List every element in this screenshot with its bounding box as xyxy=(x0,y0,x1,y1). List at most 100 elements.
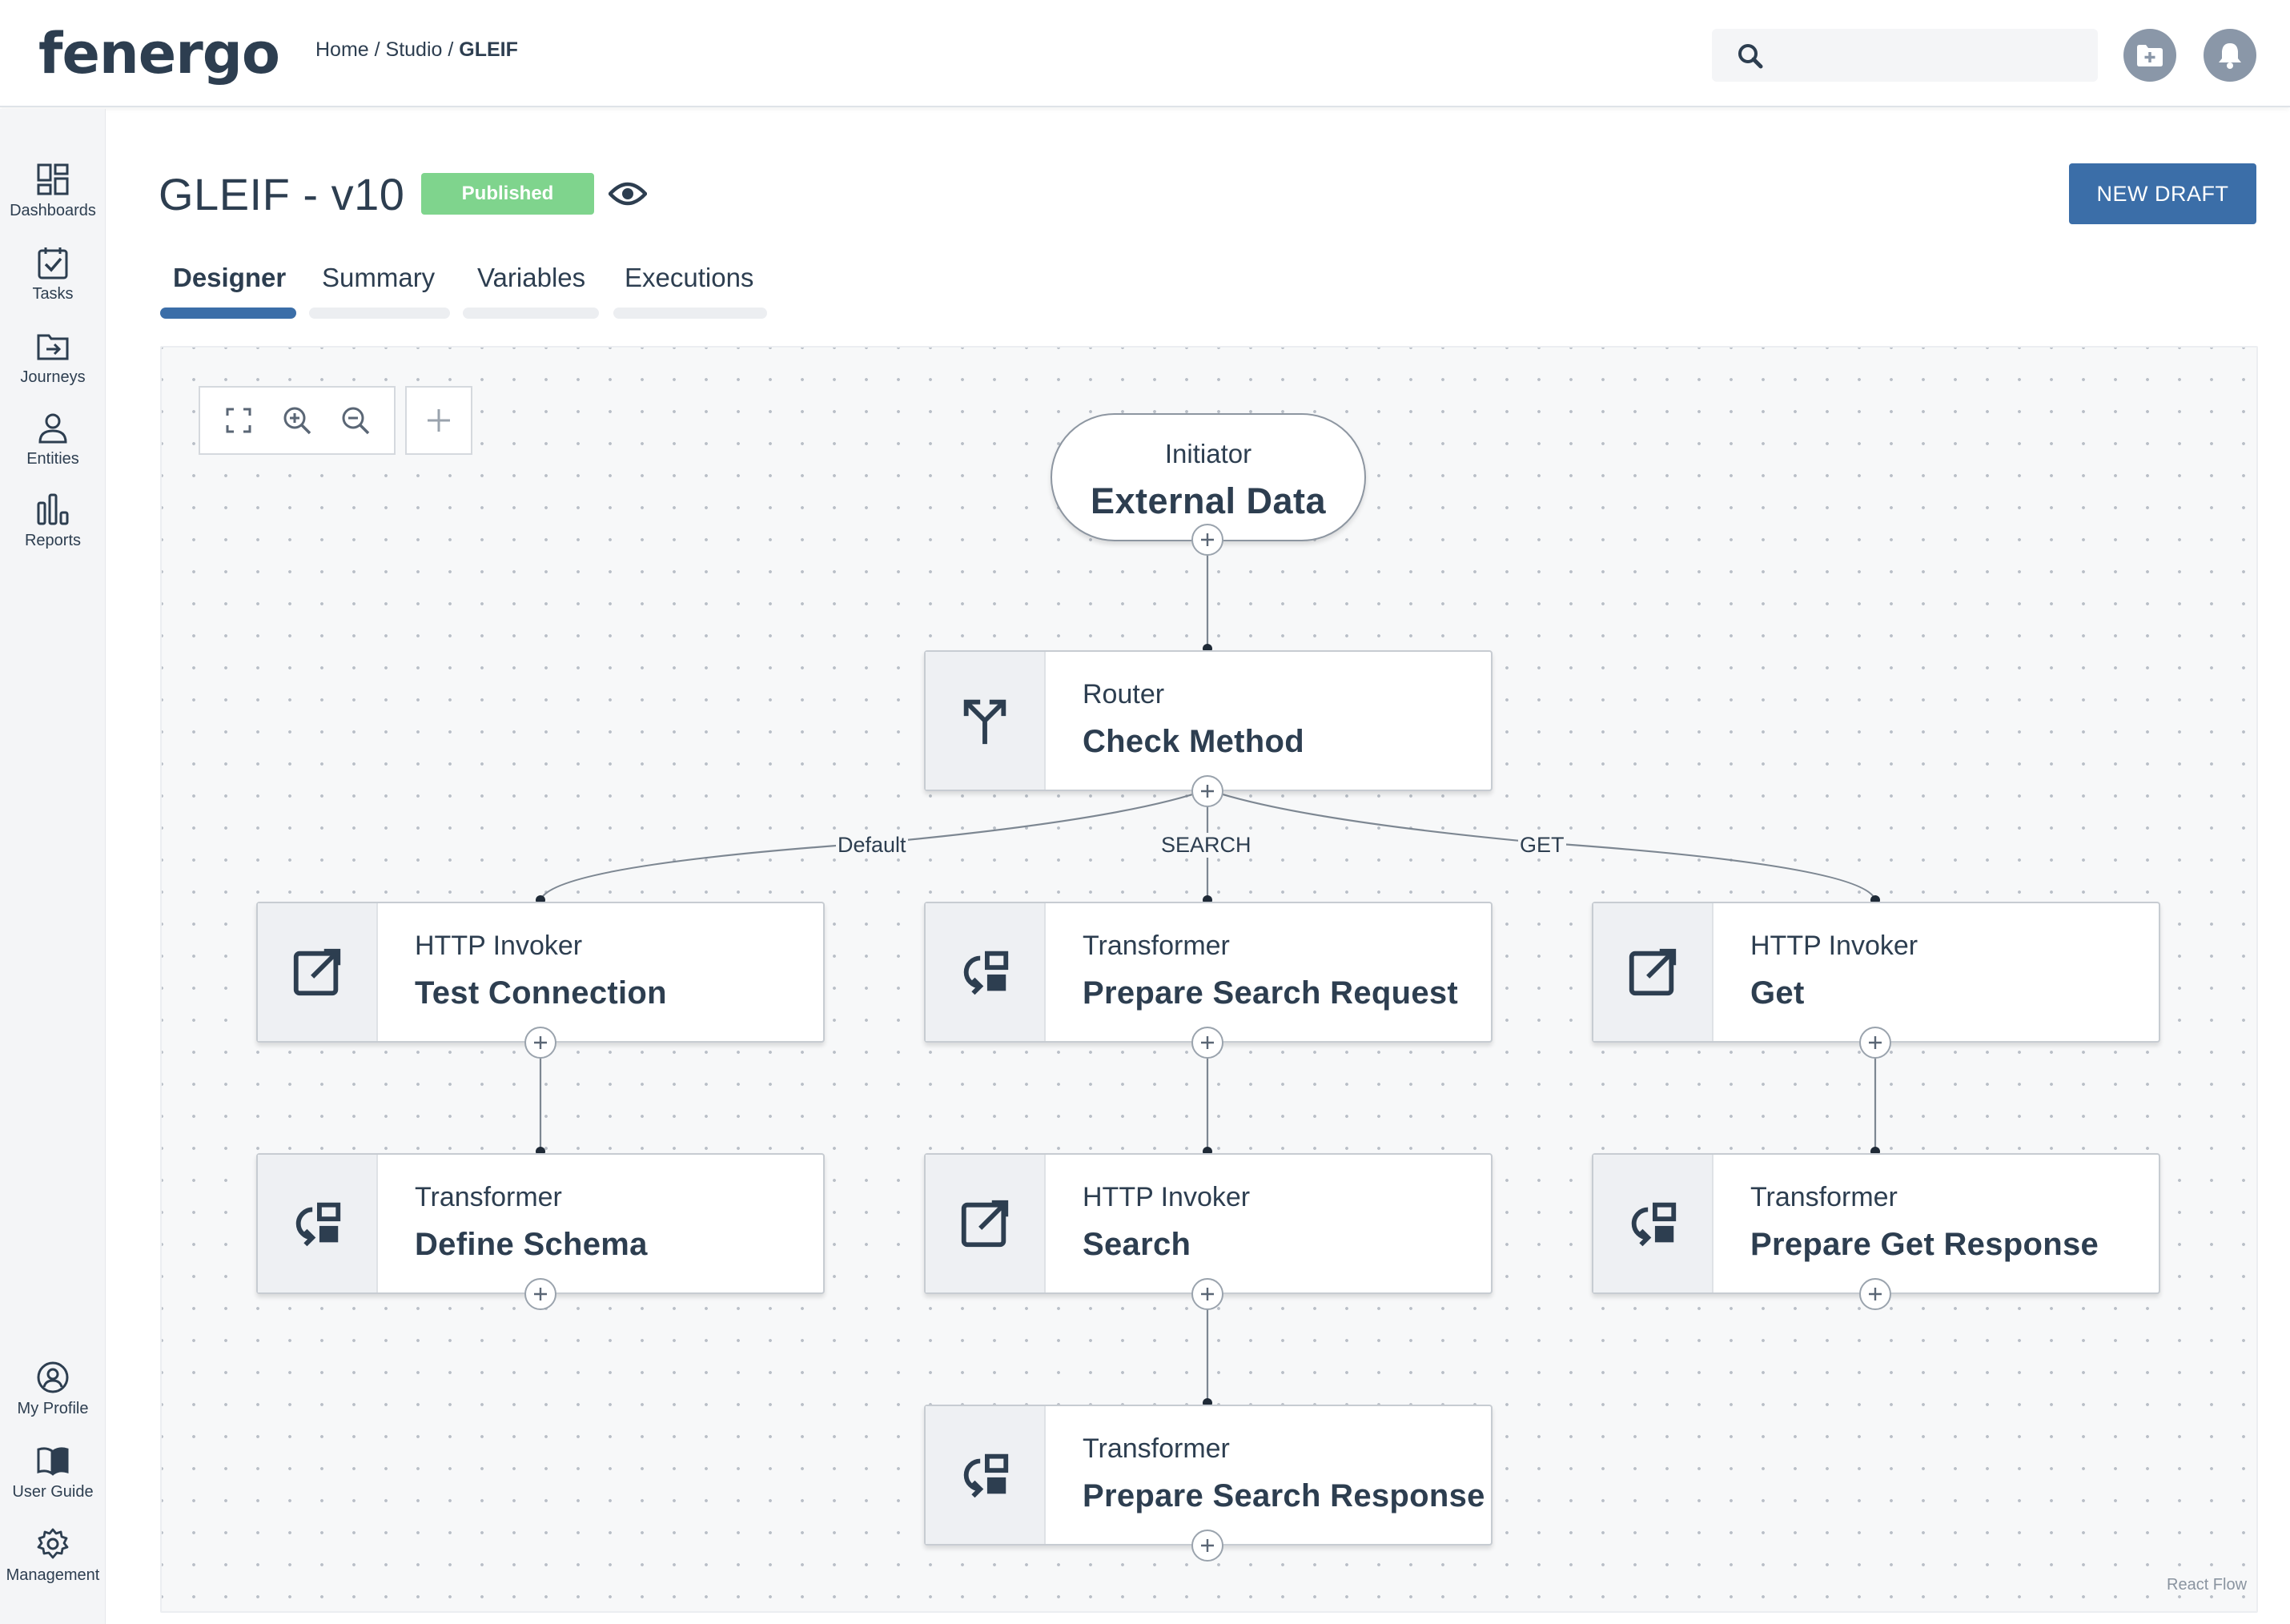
breadcrumb-current: GLEIF xyxy=(459,38,518,61)
transform-icon xyxy=(957,944,1013,1000)
node-name: Prepare Search Response xyxy=(1083,1478,1485,1513)
sidebar-item-tasks[interactable]: Tasks xyxy=(0,245,106,319)
add-folder-icon xyxy=(2137,45,2163,66)
sidebar-item-management[interactable]: Management xyxy=(0,1526,106,1600)
search-input[interactable] xyxy=(1779,37,2083,74)
add-folder-button[interactable] xyxy=(2123,29,2176,82)
plus-icon xyxy=(532,1285,549,1303)
add-node-button[interactable] xyxy=(405,386,472,455)
tab-indicator-summary xyxy=(309,308,450,319)
edge-label-get: GET xyxy=(1518,833,1566,858)
node-name: Prepare Search Request xyxy=(1083,975,1459,1011)
flow-node-search[interactable]: HTTP Invoker Search xyxy=(924,1153,1493,1294)
sidebar-item-journeys[interactable]: Journeys xyxy=(0,328,106,402)
tab-summary[interactable]: Summary xyxy=(322,263,436,292)
node-type: Transformer xyxy=(1083,931,1230,961)
node-name: Test Connection xyxy=(415,975,667,1011)
split-arrows-icon xyxy=(963,699,1006,745)
plus-icon xyxy=(1866,1285,1884,1303)
node-name: Define Schema xyxy=(415,1227,648,1262)
flow-node-prepare-search-request[interactable]: Transformer Prepare Search Request xyxy=(924,902,1493,1043)
flow-node-test-connection[interactable]: HTTP Invoker Test Connection xyxy=(256,902,825,1043)
tab-designer[interactable]: Designer xyxy=(173,263,287,292)
node-type: HTTP Invoker xyxy=(1750,931,1918,961)
tab-variables[interactable]: Variables xyxy=(477,263,586,292)
add-step-button[interactable] xyxy=(1191,1278,1223,1310)
node-type: Transformer xyxy=(1083,1433,1230,1464)
bar-chart-icon xyxy=(37,493,69,525)
breadcrumb-home[interactable]: Home xyxy=(315,38,369,61)
node-type: HTTP Invoker xyxy=(1083,1182,1251,1212)
sidebar-item-label: Reports xyxy=(24,532,82,549)
sidebar-item-label: User Guide xyxy=(12,1483,94,1501)
tab-indicator-executions xyxy=(613,308,767,319)
plus-icon xyxy=(1199,1034,1216,1051)
eye-icon[interactable] xyxy=(609,178,647,210)
sidebar-item-label: Management xyxy=(6,1566,100,1584)
sidebar-item-label: Tasks xyxy=(32,285,74,303)
node-type: Initiator xyxy=(1164,439,1252,468)
sidebar-item-reports[interactable]: Reports xyxy=(0,492,106,565)
node-icon-cell xyxy=(926,903,1046,1041)
react-flow-attribution[interactable]: React Flow xyxy=(2167,1576,2248,1594)
canvas-controls xyxy=(199,386,396,455)
node-icon-cell xyxy=(1593,1155,1713,1292)
add-step-button[interactable] xyxy=(1191,524,1223,556)
gear-icon xyxy=(37,1528,69,1559)
fit-view-icon[interactable] xyxy=(223,404,255,436)
notifications-button[interactable] xyxy=(2204,29,2256,82)
tab-executions[interactable]: Executions xyxy=(625,263,754,292)
flow-node-get[interactable]: HTTP Invoker Get xyxy=(1592,902,2160,1043)
search-box[interactable] xyxy=(1712,29,2098,82)
sidebar-item-label: My Profile xyxy=(17,1400,89,1417)
sidebar-item-label: Journeys xyxy=(20,368,86,386)
search-icon xyxy=(1738,44,1763,69)
plus-icon xyxy=(1199,782,1216,800)
sidebar-item-user-guide[interactable]: User Guide xyxy=(0,1443,106,1517)
node-name: Prepare Get Response xyxy=(1750,1227,2099,1262)
add-step-button[interactable] xyxy=(524,1027,556,1059)
initiator-node[interactable]: Initiator External Data xyxy=(1051,413,1366,541)
status-badge: Published xyxy=(421,173,594,215)
node-icon-cell xyxy=(926,652,1046,790)
sidebar-nav: Dashboards Tasks Journeys Entities Repor… xyxy=(0,109,106,1624)
router-node[interactable]: Router Check Method xyxy=(924,650,1493,791)
page-title: GLEIF - v10 xyxy=(159,169,405,219)
plus-icon xyxy=(428,409,450,432)
flow-node-prepare-search-response[interactable]: Transformer Prepare Search Response xyxy=(924,1405,1493,1546)
new-draft-button[interactable]: NEW DRAFT xyxy=(2069,163,2256,224)
flow-node-prepare-get-response[interactable]: Transformer Prepare Get Response xyxy=(1592,1153,2160,1294)
breadcrumb-separator: / xyxy=(442,38,460,61)
transform-icon xyxy=(1625,1196,1681,1252)
tab-indicator-designer xyxy=(160,308,296,319)
top-header: fenergo Home / Studio / GLEIF xyxy=(0,0,2290,107)
user-circle-icon xyxy=(37,1361,69,1393)
logo-text: fenergo xyxy=(38,21,280,86)
node-type: Transformer xyxy=(415,1182,562,1212)
breadcrumb-studio[interactable]: Studio xyxy=(385,38,443,61)
add-step-button[interactable] xyxy=(524,1278,556,1310)
bell-icon xyxy=(2219,43,2241,69)
plus-icon xyxy=(1866,1034,1884,1051)
add-step-button[interactable] xyxy=(1859,1027,1891,1059)
breadcrumb-separator: / xyxy=(368,38,386,61)
add-step-button[interactable] xyxy=(1191,775,1223,807)
add-step-button[interactable] xyxy=(1191,1530,1223,1562)
zoom-in-icon[interactable] xyxy=(281,404,313,436)
edge-label-default: Default xyxy=(836,833,908,858)
sidebar-item-entities[interactable]: Entities xyxy=(0,410,106,484)
node-type: HTTP Invoker xyxy=(415,931,583,961)
sidebar-item-dashboards[interactable]: Dashboards xyxy=(0,162,106,235)
node-type: Router xyxy=(1083,679,1165,709)
sidebar-item-my-profile[interactable]: My Profile xyxy=(0,1360,106,1433)
sidebar-item-label: Dashboards xyxy=(10,202,96,219)
add-step-button[interactable] xyxy=(1859,1278,1891,1310)
flow-node-define-schema[interactable]: Transformer Define Schema xyxy=(256,1153,825,1294)
node-name: Check Method xyxy=(1083,724,1304,759)
add-step-button[interactable] xyxy=(1191,1027,1223,1059)
plus-icon xyxy=(1199,1537,1216,1554)
fenergo-logo[interactable]: fenergo xyxy=(38,18,299,90)
node-icon-cell xyxy=(258,1155,378,1292)
folder-arrow-icon xyxy=(37,334,69,360)
zoom-out-icon[interactable] xyxy=(339,404,372,436)
